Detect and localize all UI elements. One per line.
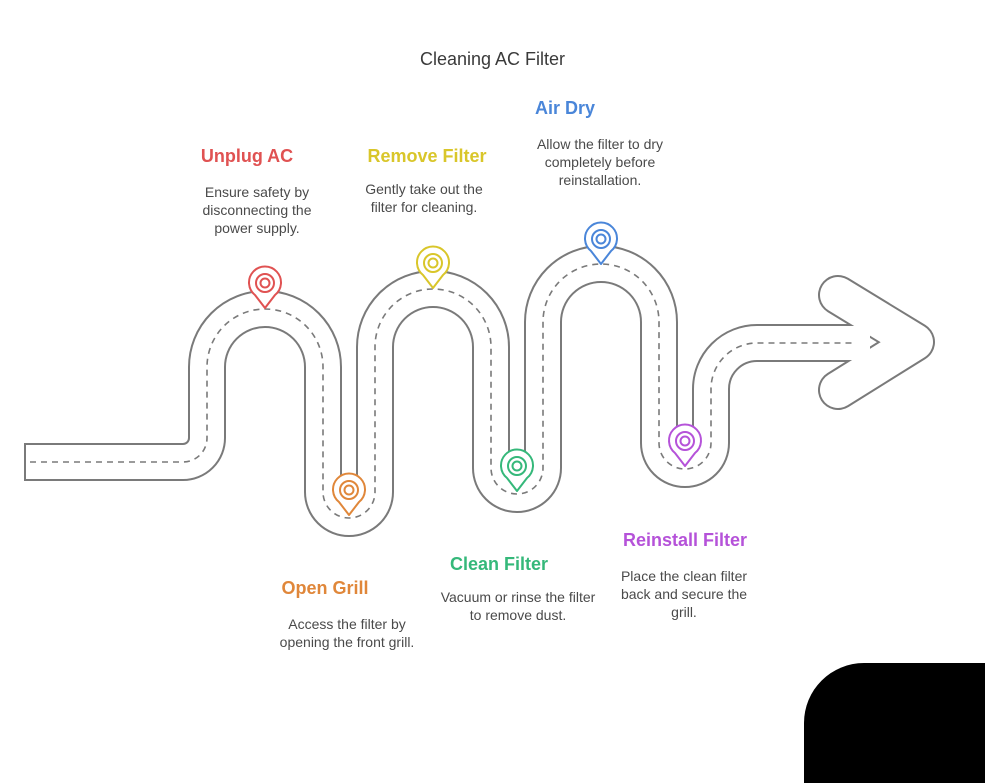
road-arrow-head-fill <box>820 277 933 408</box>
step-title-unplug: Unplug AC <box>200 146 294 166</box>
pin-unplug-icon <box>248 265 282 309</box>
road-surface <box>25 247 865 535</box>
pin-grill-icon <box>332 472 366 516</box>
step-title-grill: Open Grill <box>281 578 369 598</box>
pin-clean-icon <box>500 448 534 492</box>
pin-reinstall-icon <box>668 423 702 467</box>
pin-remove-icon <box>416 245 450 289</box>
step-desc-dry: Allow the filter to dry completely befor… <box>536 136 664 188</box>
step-title-dry: Air Dry <box>534 98 596 118</box>
step-title-clean: Clean Filter <box>449 554 549 574</box>
pin-dry-icon <box>584 221 618 265</box>
winding-road-diagram <box>24 221 935 537</box>
page-title: Cleaning AC Filter <box>419 49 566 69</box>
step-desc-grill: Access the filter by opening the front g… <box>279 616 415 650</box>
step-title-remove: Remove Filter <box>367 146 487 166</box>
step-desc-remove: Gently take out the filter for cleaning. <box>365 181 483 215</box>
corner-decoration <box>804 663 985 783</box>
step-desc-unplug: Ensure safety by disconnecting the power… <box>202 184 312 236</box>
step-desc-reinstall: Place the clean filter back and secure t… <box>620 568 748 620</box>
step-title-reinstall: Reinstall Filter <box>622 530 748 550</box>
step-desc-clean: Vacuum or rinse the filter to remove dus… <box>440 589 596 623</box>
